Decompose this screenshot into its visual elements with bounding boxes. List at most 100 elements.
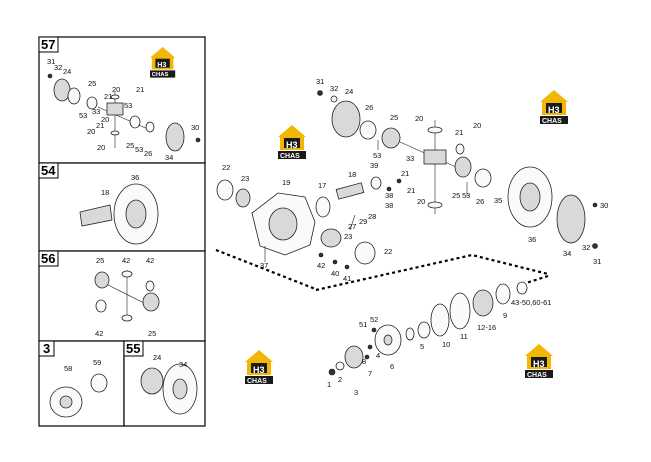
part-number-label: 31 [316, 77, 324, 86]
part-number-label: 22 [384, 247, 392, 256]
part-number-label: 26 [144, 149, 152, 158]
part-number-label: 42 [146, 256, 154, 265]
part-number-label: 21 [455, 128, 463, 137]
part-number-label: 19 [282, 178, 290, 187]
part-number-label: 20 [415, 114, 423, 123]
upper-differential-assembly [317, 90, 598, 249]
part-number-label: 4 [376, 351, 380, 360]
part-number-label: 20 [112, 85, 120, 94]
part-number-label: 18 [348, 170, 356, 179]
logo-text: H3 [286, 140, 298, 150]
part-number-label: 22 [222, 163, 230, 172]
part-number-label: 38 [385, 201, 393, 210]
logo-badge: H3 CHAS [540, 90, 568, 125]
logo-text: CHAS [247, 378, 267, 385]
part-number-label: 21 [407, 186, 415, 195]
part-number-label: 33 [92, 107, 100, 116]
part-number-label: 41 [343, 274, 351, 283]
part-number-label: 24 [345, 87, 353, 96]
sub-assembly-57-drawing [47, 73, 201, 152]
part-number-label: 8 [362, 357, 366, 366]
part-number-label: 53 [79, 111, 87, 120]
part-number-label: 31 [593, 257, 601, 266]
part-number-label: 17 [318, 181, 326, 190]
dashed-guide-line [525, 274, 549, 285]
part-number-label: 24 [63, 67, 71, 76]
part-number-label: 21 [136, 85, 144, 94]
part-number-label: 6 [390, 362, 394, 371]
part-number-label: 34 [179, 360, 187, 369]
logo-text: H3 [548, 105, 560, 115]
part-number-label: 7 [368, 369, 372, 378]
part-number-label: 34 [563, 249, 571, 258]
logo-text: CHAS [527, 372, 547, 379]
part-number-label: 39 [370, 161, 378, 170]
sub-assembly-54-drawing [79, 183, 159, 245]
part-number-label: 42 [317, 261, 325, 270]
part-number-label: 11 [460, 332, 468, 341]
part-number-label: 42 [122, 256, 130, 265]
panel-56: 56 25 42 42 42 25 [38, 250, 206, 342]
part-number-label: 43-50,60-61 [511, 298, 551, 307]
part-number-label: 51 [359, 320, 367, 329]
part-number-label: 35 [494, 196, 502, 205]
part-number-label: 9 [503, 311, 507, 320]
part-number-label: 58 [64, 364, 72, 373]
part-number-label: 59 [93, 358, 101, 367]
part-number-label: 30 [600, 201, 608, 210]
part-number-label: 12-16 [477, 323, 496, 332]
logo-text: H3 [253, 365, 265, 375]
part-number-label: 25 [452, 191, 460, 200]
sub-assembly-3-drawing [49, 373, 108, 418]
dashed-guide-line [215, 248, 319, 292]
part-number-label: 40 [331, 269, 339, 278]
panel-number-55: 55 [126, 341, 140, 356]
part-number-label: 25 [96, 256, 104, 265]
logo-text: H3 [157, 60, 166, 69]
panel-55: 55 24 34 [123, 340, 206, 427]
part-number-label: 25 [88, 79, 96, 88]
part-number-label: 28 [368, 212, 376, 221]
part-number-label: 30 [191, 123, 199, 132]
panel-number-56: 56 [41, 251, 55, 266]
logo-text: CHAS [152, 72, 169, 78]
logo-badge: H3 CHAS [278, 125, 306, 160]
part-number-label: 42 [95, 329, 103, 338]
part-number-label: 5 [420, 342, 424, 351]
panel-57: 57 H3 CHAS 31 32 24 25 33 20 21 20 [38, 36, 206, 164]
part-number-label: 20 [97, 143, 105, 152]
part-number-label: 34 [165, 153, 173, 162]
part-number-label: 21 [96, 121, 104, 130]
part-number-label: 3 [354, 388, 358, 397]
part-number-label: 53 [135, 145, 143, 154]
part-number-label: 29 [359, 217, 367, 226]
logo-text: H3 [533, 359, 545, 369]
part-number-label: 2 [338, 375, 342, 384]
logo-text: CHAS [542, 118, 562, 125]
part-number-label: 32 [582, 243, 590, 252]
part-number-label: 25 [148, 329, 156, 338]
housing-assembly [216, 176, 402, 270]
input-flange-assembly [328, 281, 528, 376]
part-number-label: 10 [442, 340, 450, 349]
part-number-label: 18 [101, 188, 109, 197]
logo-badge: H3 CHAS [525, 344, 553, 379]
part-number-label: 25 [390, 113, 398, 122]
part-number-label: 23 [241, 174, 249, 183]
part-number-label: 32 [54, 63, 62, 72]
part-number-label: 25 [126, 141, 134, 150]
dashed-guide-line [315, 253, 549, 292]
logo-text: CHAS [280, 153, 300, 160]
panel-3: 3 58 59 [38, 340, 125, 427]
logo-badge: H3 CHAS [245, 350, 273, 385]
part-number-label: 20 [473, 121, 481, 130]
part-number-label: 20 [101, 115, 109, 124]
part-number-label: 32 [330, 84, 338, 93]
part-number-label: 53 [373, 151, 381, 160]
part-number-label: 20 [417, 197, 425, 206]
sub-assembly-55-drawing [140, 363, 198, 415]
sub-assembly-56-drawing [94, 270, 160, 322]
part-number-label: 27 [348, 222, 356, 231]
part-number-label: 53 [462, 191, 470, 200]
